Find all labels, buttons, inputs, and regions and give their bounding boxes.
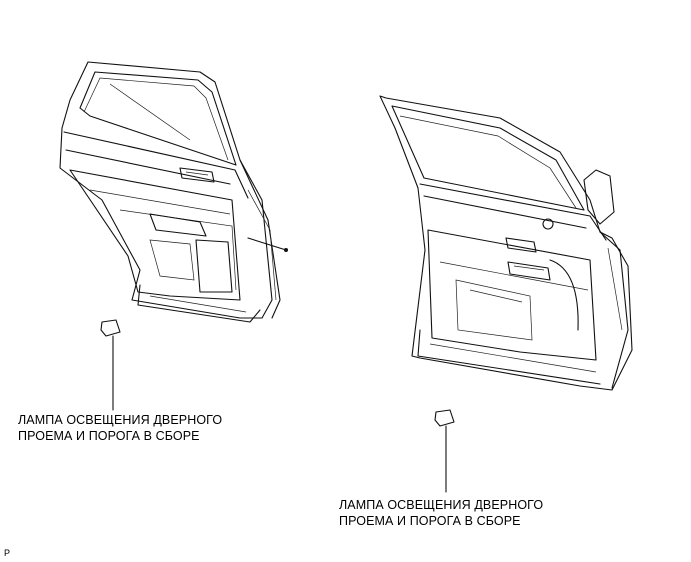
- front-lamp-callout-line1: ЛАМПА ОСВЕЩЕНИЯ ДВЕРНОГО: [339, 498, 544, 512]
- rear-lamp-callout-line2: ПРОЕМА И ПОРОГА В СБОРЕ: [18, 429, 200, 443]
- front-door: [379, 95, 633, 493]
- front-lamp-callout: ЛАМПА ОСВЕЩЕНИЯ ДВЕРНОГО ПРОЕМА И ПОРОГА…: [339, 497, 543, 529]
- rear-door: [59, 61, 288, 411]
- rear-lamp-callout-line1: ЛАМПА ОСВЕЩЕНИЯ ДВЕРНОГО: [18, 413, 223, 427]
- figure-code: P: [4, 548, 11, 558]
- rear-lamp-callout: ЛАМПА ОСВЕЩЕНИЯ ДВЕРНОГО ПРОЕМА И ПОРОГА…: [18, 412, 222, 444]
- front-lamp-callout-line2: ПРОЕМА И ПОРОГА В СБОРЕ: [339, 514, 521, 528]
